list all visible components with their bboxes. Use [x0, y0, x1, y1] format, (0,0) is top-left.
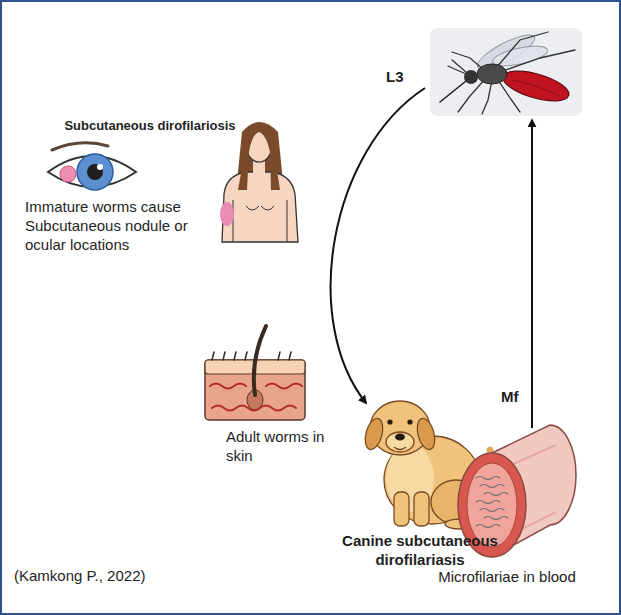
mosquito-icon — [430, 28, 582, 116]
stage-label: Mf — [501, 388, 519, 406]
skin-section-icon — [205, 326, 305, 420]
canine-host-group: Canine subcutaneous dirofilariasis — [325, 532, 515, 572]
human-infection-group: Subcutaneous dirofilariosisImmature worm… — [25, 118, 275, 257]
microfilariae-location: Microfilariae in blood — [412, 568, 602, 589]
human-figure — [220, 122, 298, 242]
description-text: Immature worms cause Subcutaneous nodule… — [25, 198, 203, 254]
citation-note: (Kamkong P., 2022) — [14, 567, 145, 585]
group-heading: Subcutaneous dirofilariosis — [25, 118, 275, 134]
location-label: Microfilariae in blood — [412, 568, 602, 587]
l3-transmission-arrow — [331, 88, 425, 403]
mf-uptake-arrow — [531, 120, 533, 428]
group-heading: Canine subcutaneous dirofilariasis — [325, 532, 515, 570]
adult-worm-location: Adult worms in skin — [226, 428, 326, 468]
eye-icon — [48, 143, 136, 190]
location-label: Adult worms in skin — [226, 428, 326, 466]
stage-label: L3 — [386, 68, 404, 86]
